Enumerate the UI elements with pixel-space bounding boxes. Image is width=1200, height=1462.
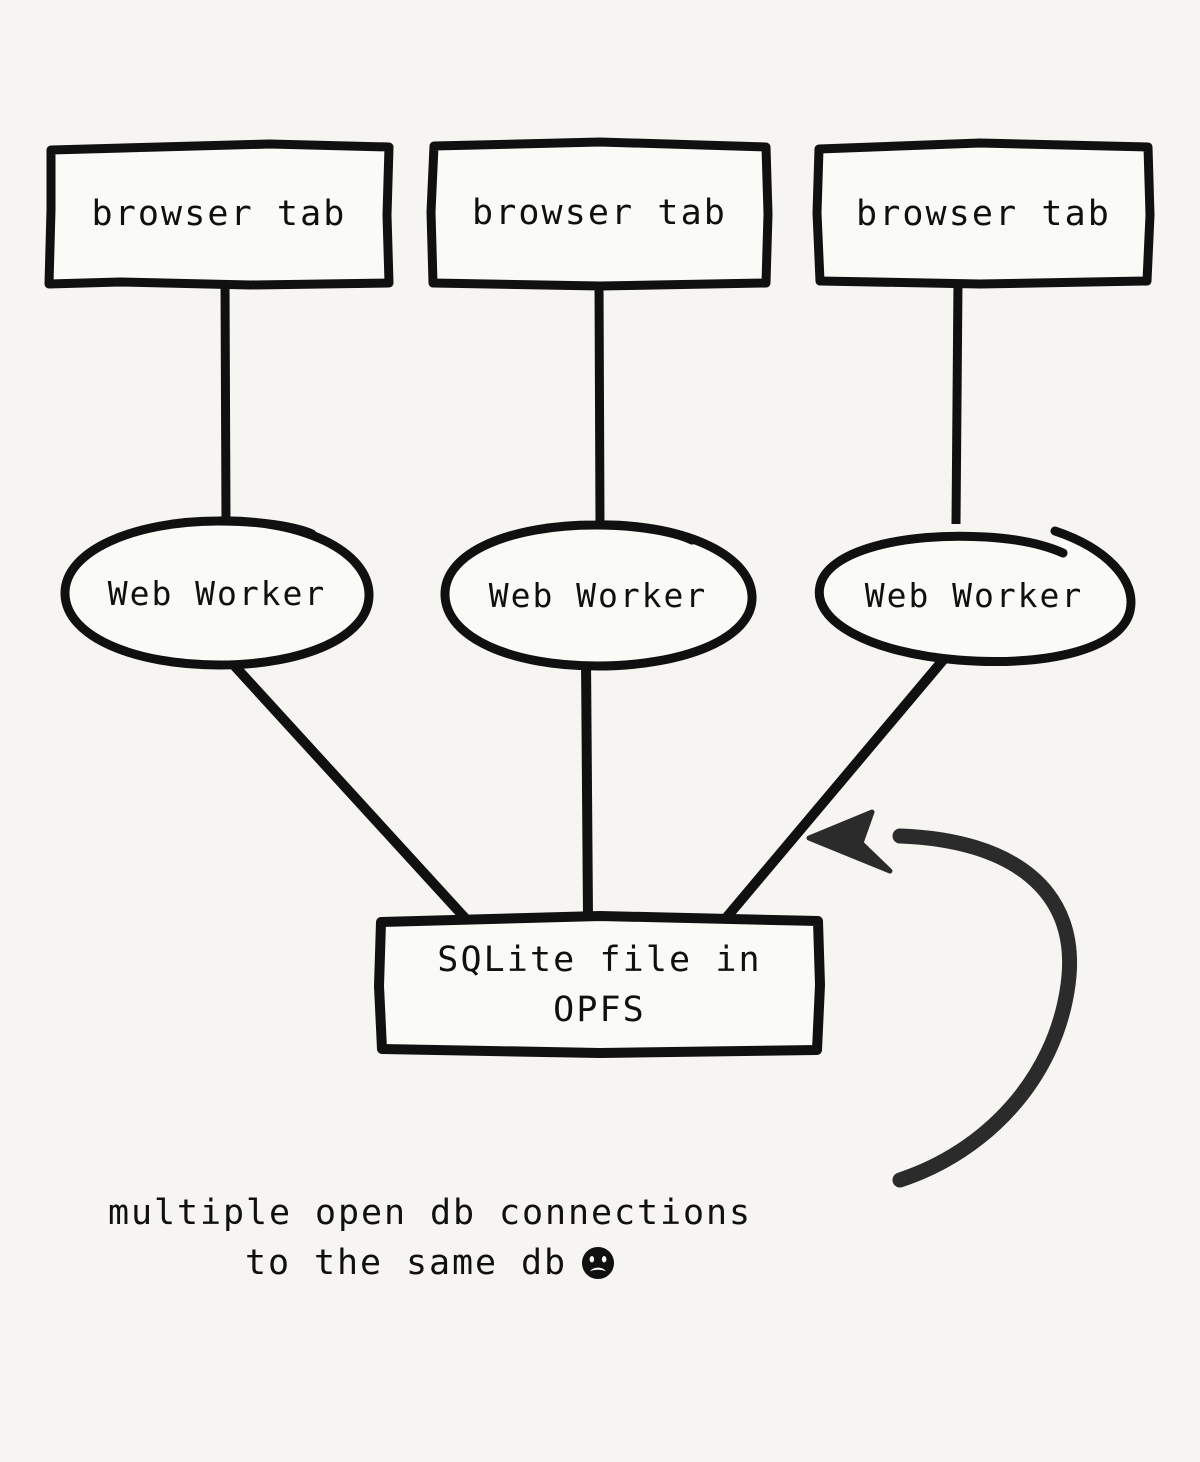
annotation-caption-line2-wrap: to the same db — [0, 1238, 860, 1288]
connector-worker3-store — [722, 655, 948, 922]
browser-tab-box-2 — [426, 137, 773, 291]
connector-tab1-worker1 — [220, 280, 231, 524]
web-worker-ellipse-2 — [440, 520, 757, 671]
annotation-arrow-head — [806, 809, 893, 874]
frowning-face-icon — [581, 1244, 615, 1280]
connector-worker2-store — [581, 659, 593, 919]
web-worker-ellipse-3 — [814, 526, 1136, 667]
connector-tab2-worker2 — [594, 280, 605, 528]
annotation-caption: multiple open db connections to the same… — [0, 1188, 860, 1289]
browser-tab-box-1 — [44, 139, 394, 290]
sqlite-store-box — [374, 911, 825, 1058]
browser-tab-box-3 — [812, 138, 1155, 289]
web-worker-ellipse-1 — [60, 516, 374, 670]
annotation-caption-line1: multiple open db connections — [108, 1193, 752, 1233]
annotation-caption-line2: to the same db — [245, 1243, 567, 1284]
connector-worker1-store — [227, 658, 469, 922]
connector-tab3-worker3 — [951, 280, 963, 525]
annotation-arrow-curve — [892, 828, 1077, 1188]
